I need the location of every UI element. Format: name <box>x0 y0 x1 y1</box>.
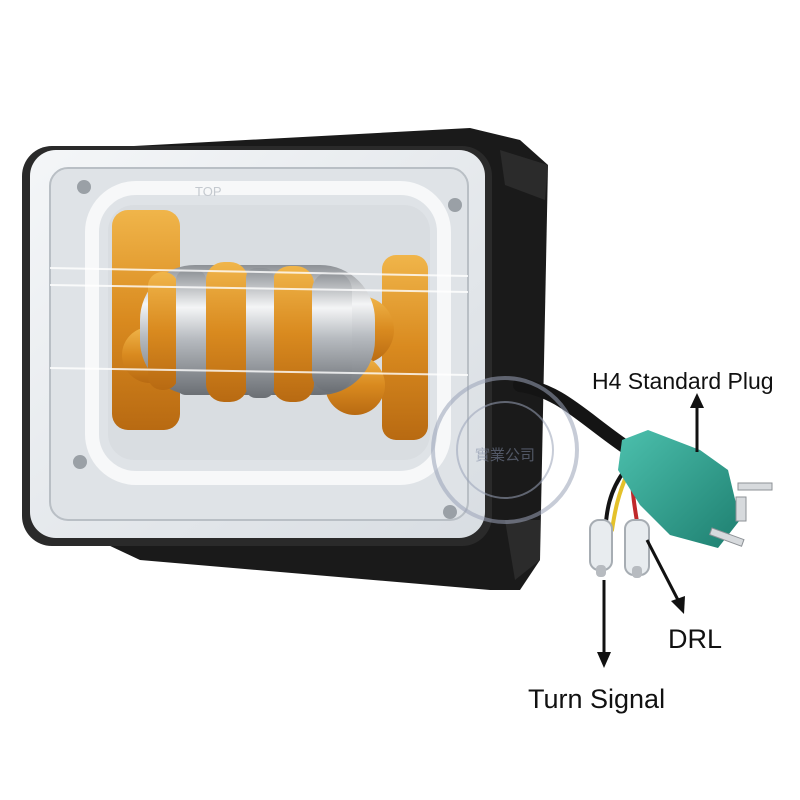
halo-ring <box>85 181 451 485</box>
main-cable <box>513 378 637 457</box>
lens-ribs <box>49 267 469 376</box>
h4-arrow <box>690 393 704 452</box>
reflector-assembly <box>108 205 430 460</box>
bullet-connectors <box>589 519 650 578</box>
watermark-center-text: 實業公司 <box>475 446 535 464</box>
h4-plug-label: H4 Standard Plug <box>592 368 774 394</box>
turn-signal-label: Turn Signal <box>528 684 666 714</box>
turn-signal-arrow <box>597 580 611 668</box>
h4-plug <box>618 430 773 548</box>
drl-arrow <box>645 539 685 614</box>
watermark-seal: 實業公司 <box>431 376 579 524</box>
lens-top-marking: TOP <box>195 184 222 199</box>
drl-label: DRL <box>668 624 723 654</box>
